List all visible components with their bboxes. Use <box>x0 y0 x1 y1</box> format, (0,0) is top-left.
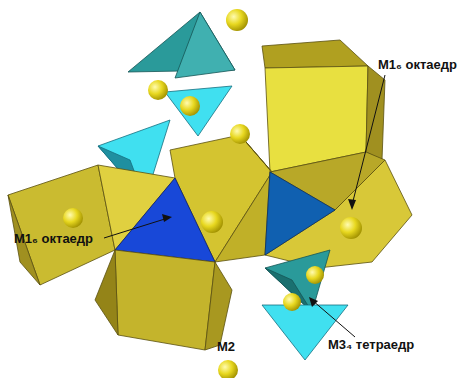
structure-label: M2 <box>217 340 235 354</box>
structure-label: M3₄ тетраедр <box>328 338 414 352</box>
structure-label: M1₆ октаедр <box>14 232 93 246</box>
structure-label: M1₆ октаедр <box>378 58 457 72</box>
